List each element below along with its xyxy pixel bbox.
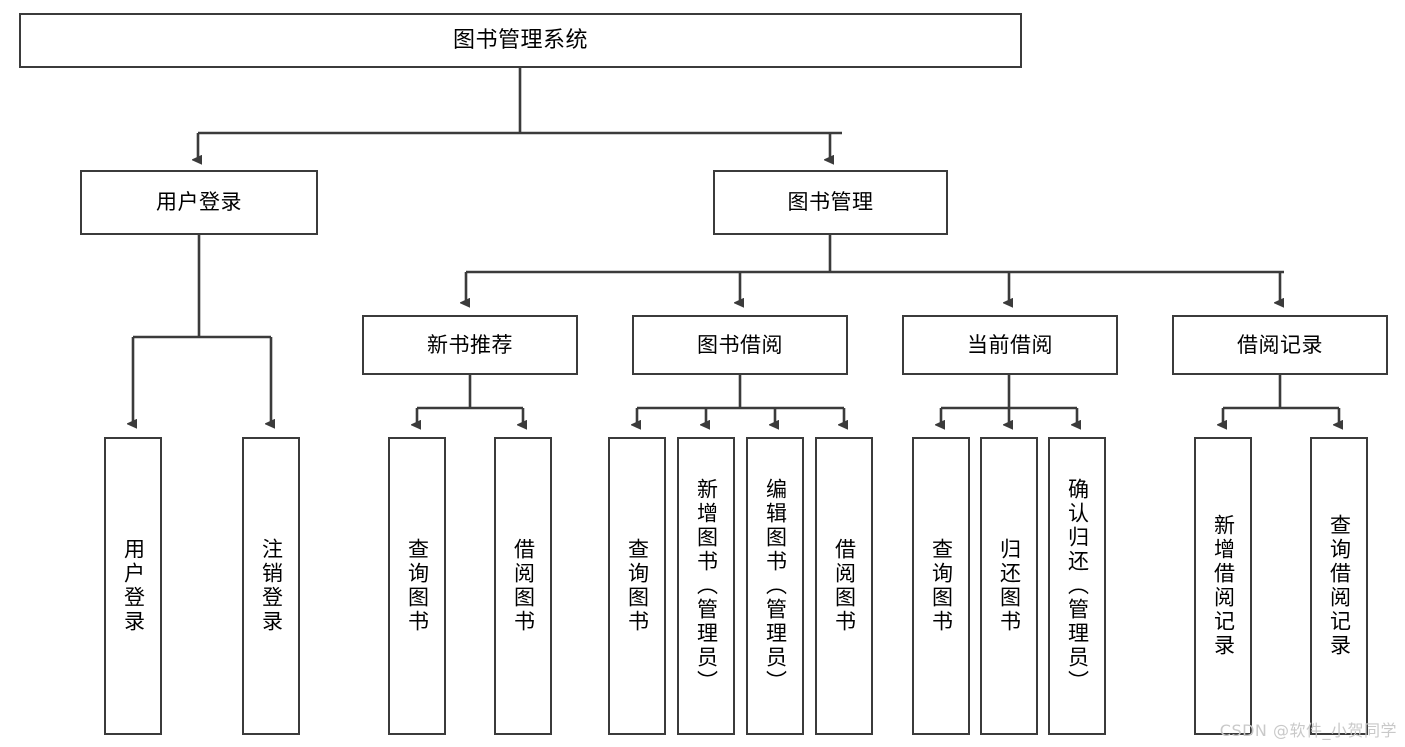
node-label: 确认归还（管理员） <box>1065 478 1090 694</box>
node-label: 归还图书 <box>997 538 1022 634</box>
node-current-borrow[interactable]: 当前借阅 <box>902 315 1118 375</box>
node-label: 查询图书 <box>929 538 954 634</box>
node-leaf-add-book-admin[interactable]: 新增图书（管理员） <box>677 437 735 735</box>
node-label: 查询图书 <box>405 538 430 634</box>
node-leaf-query-book-borrow[interactable]: 查询图书 <box>608 437 666 735</box>
node-new-book-recommend[interactable]: 新书推荐 <box>362 315 578 375</box>
node-label: 编辑图书（管理员） <box>763 478 788 694</box>
node-root-book-management-system[interactable]: 图书管理系统 <box>19 13 1022 68</box>
node-leaf-edit-book-admin[interactable]: 编辑图书（管理员） <box>746 437 804 735</box>
node-leaf-user-login[interactable]: 用户登录 <box>104 437 162 735</box>
node-label: 新增图书（管理员） <box>694 478 719 694</box>
node-label: 查询图书 <box>625 538 650 634</box>
node-label: 当前借阅 <box>967 332 1053 357</box>
node-borrow-record[interactable]: 借阅记录 <box>1172 315 1388 375</box>
node-book-borrow[interactable]: 图书借阅 <box>632 315 848 375</box>
node-user-login[interactable]: 用户登录 <box>80 170 318 235</box>
node-label: 新书推荐 <box>427 332 513 357</box>
node-leaf-query-book-current[interactable]: 查询图书 <box>912 437 970 735</box>
node-label: 图书管理系统 <box>452 27 588 53</box>
node-label: 借阅图书 <box>832 538 857 634</box>
node-book-management[interactable]: 图书管理 <box>713 170 948 235</box>
node-leaf-borrow-book-recommend[interactable]: 借阅图书 <box>494 437 552 735</box>
node-label: 用户登录 <box>121 538 146 634</box>
node-leaf-confirm-return-admin[interactable]: 确认归还（管理员） <box>1048 437 1106 735</box>
node-label: 借阅图书 <box>511 538 536 634</box>
node-leaf-add-borrow-record[interactable]: 新增借阅记录 <box>1194 437 1252 735</box>
node-leaf-logout-login[interactable]: 注销登录 <box>242 437 300 735</box>
node-leaf-query-borrow-record[interactable]: 查询借阅记录 <box>1310 437 1368 735</box>
node-label: 图书管理 <box>787 190 874 215</box>
node-label: 新增借阅记录 <box>1211 514 1236 658</box>
node-leaf-return-book[interactable]: 归还图书 <box>980 437 1038 735</box>
node-label: 借阅记录 <box>1237 332 1323 357</box>
csdn-watermark: CSDN @软件_小贺同学 <box>1219 721 1397 740</box>
node-leaf-query-book-recommend[interactable]: 查询图书 <box>388 437 446 735</box>
node-label: 图书借阅 <box>697 332 783 357</box>
node-label: 查询借阅记录 <box>1327 514 1352 658</box>
node-label: 用户登录 <box>156 190 242 215</box>
node-label: 注销登录 <box>259 538 284 634</box>
node-leaf-borrow-book[interactable]: 借阅图书 <box>815 437 873 735</box>
